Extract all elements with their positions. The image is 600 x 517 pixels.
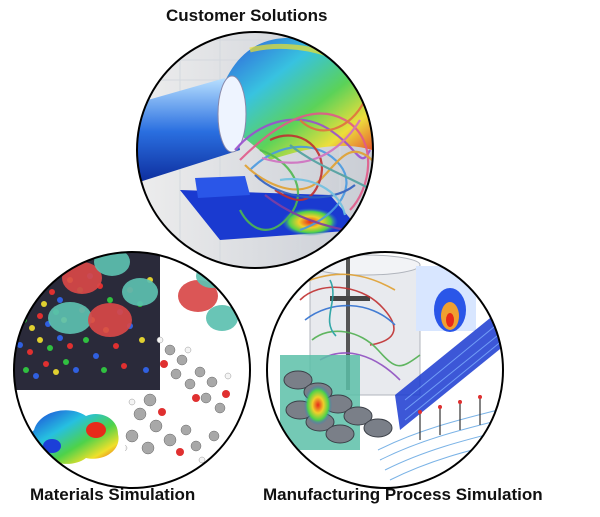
materials-simulation-label: Materials Simulation — [30, 485, 196, 504]
manufacturing-process-image — [267, 252, 503, 488]
materials-simulation-ring — [13, 251, 251, 489]
customer-solutions-label: Customer Solutions — [166, 6, 328, 25]
customer-solutions-image — [137, 32, 373, 268]
customer-solutions-ring — [136, 31, 374, 269]
manufacturing-process-ring — [266, 251, 504, 489]
manufacturing-process-simulation-label: Manufacturing Process Simulation — [263, 485, 543, 504]
materials-simulation-image — [14, 252, 250, 488]
